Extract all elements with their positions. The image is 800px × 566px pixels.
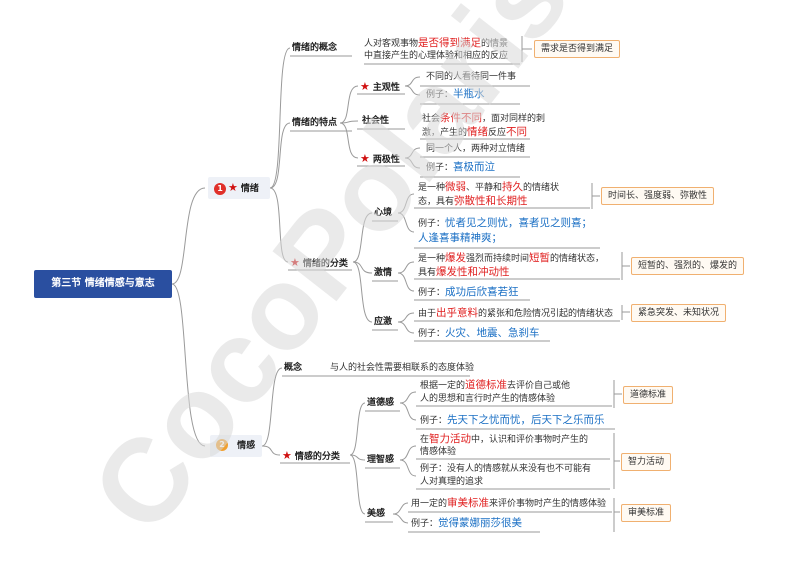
- star-icon: ★: [360, 152, 370, 165]
- trait-social: 社会性: [362, 116, 390, 126]
- mood-line1: 是一种微弱、平静和持久的情绪状: [418, 181, 560, 193]
- moral-line1: 根据一定的道德标准去评价自己或他: [420, 379, 571, 391]
- feeling-concept-label: 概念: [284, 363, 303, 373]
- social-line1: 社会条件不同，面对同样的刺: [422, 112, 546, 124]
- emotion-classes-label: ★情绪的分类: [290, 256, 348, 269]
- class-stress: 应激: [374, 317, 393, 327]
- class-rational: 理智感: [367, 455, 395, 465]
- class-aesthetic: 美感: [367, 509, 386, 519]
- social-line2: 激，产生的情绪反应不同: [422, 126, 528, 138]
- emotion-concept-line2: 中直接产生的心理体验和相应的反应: [364, 51, 509, 61]
- subjective-example: 例子：半瓶水: [426, 88, 485, 100]
- number-badge-2: 2: [216, 439, 228, 451]
- feeling-title: 情感: [237, 440, 256, 451]
- number-badge-1: 1: [214, 182, 226, 195]
- stress-line1: 由于出乎意料的紧张和危险情况引起的情绪状态: [418, 307, 614, 319]
- emotion-concept-label: 情绪的概念: [292, 43, 338, 53]
- note-rational: 智力活动: [621, 453, 672, 471]
- class-mood: 心境: [374, 208, 393, 218]
- emotion-title: 情绪: [240, 184, 259, 194]
- class-moral: 道德感: [367, 398, 395, 408]
- mood-example: 例子：忧者见之则忧，喜者见之则喜；: [418, 217, 593, 229]
- subjective-desc: 不同的人看待同一件事: [426, 72, 517, 82]
- passion-example: 例子：成功后欣喜若狂: [418, 286, 519, 298]
- star-icon: ★: [282, 449, 292, 462]
- root-node: 第三节 情绪情感与意志: [34, 270, 172, 298]
- aesthetic-example: 例子：觉得蒙娜丽莎很美: [411, 517, 523, 529]
- feeling-classes-label: ★情感的分类: [282, 449, 340, 462]
- moral-line2: 人的思想和言行时产生的情感体验: [420, 394, 556, 404]
- trait-bipolar: ★两极性: [360, 152, 400, 165]
- emotion-node: 1★情绪: [208, 177, 270, 199]
- note-stress: 紧急突发、未知状况: [631, 304, 727, 322]
- moral-example: 例子：先天下之忧而忧，后天下之乐而乐: [420, 414, 605, 426]
- note-aesthetic: 审美标准: [621, 504, 672, 522]
- passion-line2: 具有爆发性和冲动性: [418, 266, 510, 278]
- rational-example-1: 例子：没有人的情感就从来没有也不可能有: [420, 464, 592, 474]
- note-mood: 时间长、强度弱、弥散性: [601, 187, 715, 205]
- trait-subjective: ★主观性: [360, 80, 400, 93]
- rational-line1: 在智力活动中，认识和评价事物时产生的: [420, 433, 589, 445]
- bipolar-desc: 同一个人，两种对立情绪: [426, 144, 526, 154]
- class-passion: 激情: [374, 268, 393, 278]
- emotion-concept-line1: 人对客观事物是否得到满足的情景: [364, 37, 509, 49]
- feeling-node: 2 情感: [210, 435, 262, 457]
- note-passion: 短暂的、强烈的、爆发的: [631, 257, 745, 275]
- star-icon: ★: [290, 256, 300, 269]
- feeling-concept-desc: 与人的社会性需要相联系的态度体验: [330, 363, 475, 373]
- aesthetic-line1: 用一定的审美标准来评价事物时产生的情感体验: [411, 497, 607, 509]
- bipolar-example: 例子：喜极而泣: [426, 161, 496, 173]
- stress-example: 例子：火灾、地震、急刹车: [418, 327, 540, 339]
- rational-example-2: 人对真理的追求: [420, 477, 484, 487]
- rational-line2: 情感体验: [420, 447, 457, 457]
- passion-line1: 是一种爆发强烈而持续时间短暂的情绪状态，: [418, 252, 605, 264]
- note-moral: 道德标准: [623, 386, 674, 404]
- mood-line2: 态，具有弥散性和长期性: [418, 195, 528, 207]
- star-icon: ★: [228, 181, 238, 194]
- emotion-traits-label: 情绪的特点: [292, 118, 338, 128]
- star-icon: ★: [360, 80, 370, 93]
- note-need-satisfied: 需求是否得到满足: [534, 40, 621, 58]
- mood-example-2: 人逢喜事精神爽；: [418, 232, 502, 244]
